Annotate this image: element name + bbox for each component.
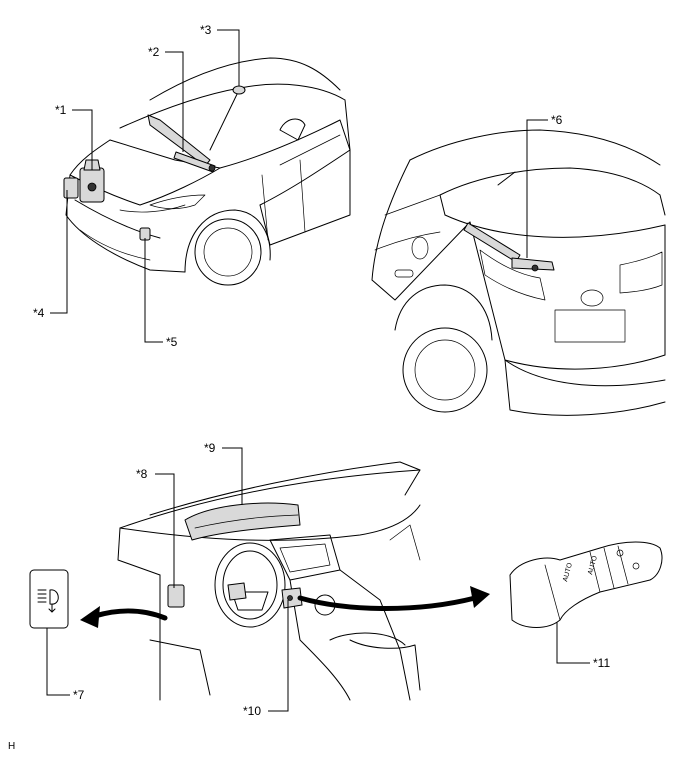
callout-8: *8	[136, 467, 148, 481]
callout-7: *7	[73, 688, 85, 702]
headlight-leveling-switch-box	[29, 569, 69, 629]
wiper-switch-stalk-illustration: AUTO AUTO	[509, 541, 663, 628]
stalk-auto-label-2: AUTO	[587, 555, 599, 576]
callout-1: *1	[55, 103, 67, 117]
callout-2: *2	[148, 45, 160, 59]
stalk-auto-label: AUTO	[562, 562, 574, 583]
front-car-illustration	[63, 57, 351, 286]
callout-4: *4	[33, 306, 45, 320]
headlight-leveling-icon	[37, 589, 59, 613]
arrow-to-symbol-box	[80, 606, 168, 628]
callout-5: *5	[166, 335, 178, 349]
interior-dashboard-illustration	[117, 461, 421, 701]
callout-9: *9	[204, 441, 216, 455]
callout-3: *3	[200, 23, 212, 37]
callout-10: *10	[243, 704, 261, 718]
rear-car-illustration	[371, 129, 666, 416]
callout-6: *6	[551, 113, 563, 127]
callout-11: *11	[593, 656, 610, 670]
arrow-to-stalk	[297, 586, 490, 611]
leader-lines	[46, 29, 590, 712]
corner-code: H	[8, 741, 15, 752]
